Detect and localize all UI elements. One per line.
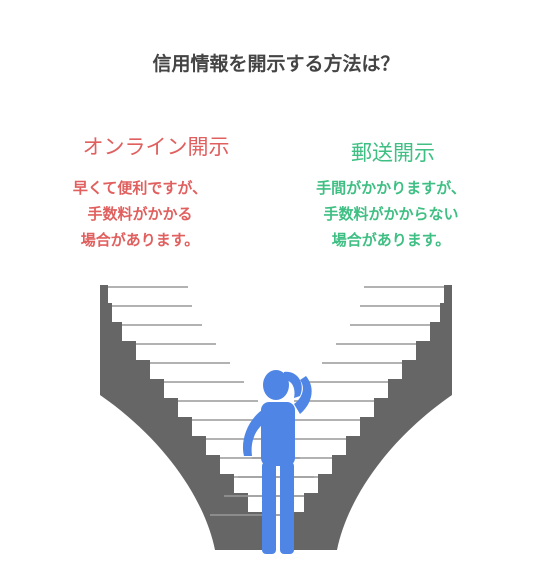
mail-disclosure-heading: 郵送開示 [351, 141, 435, 165]
page-title: 信用情報を開示する方法は？ [152, 53, 400, 75]
mail-disclosure-description: 手間がかかりますが、 手数料がかからない 場合があります。 [316, 179, 466, 249]
online-disclosure-heading: オンライン開示 [82, 135, 230, 159]
online-disclosure-description: 早くて便利ですが、 手数料がかかる 場合があります。 [72, 179, 208, 249]
person-thinking-icon [242, 370, 312, 554]
